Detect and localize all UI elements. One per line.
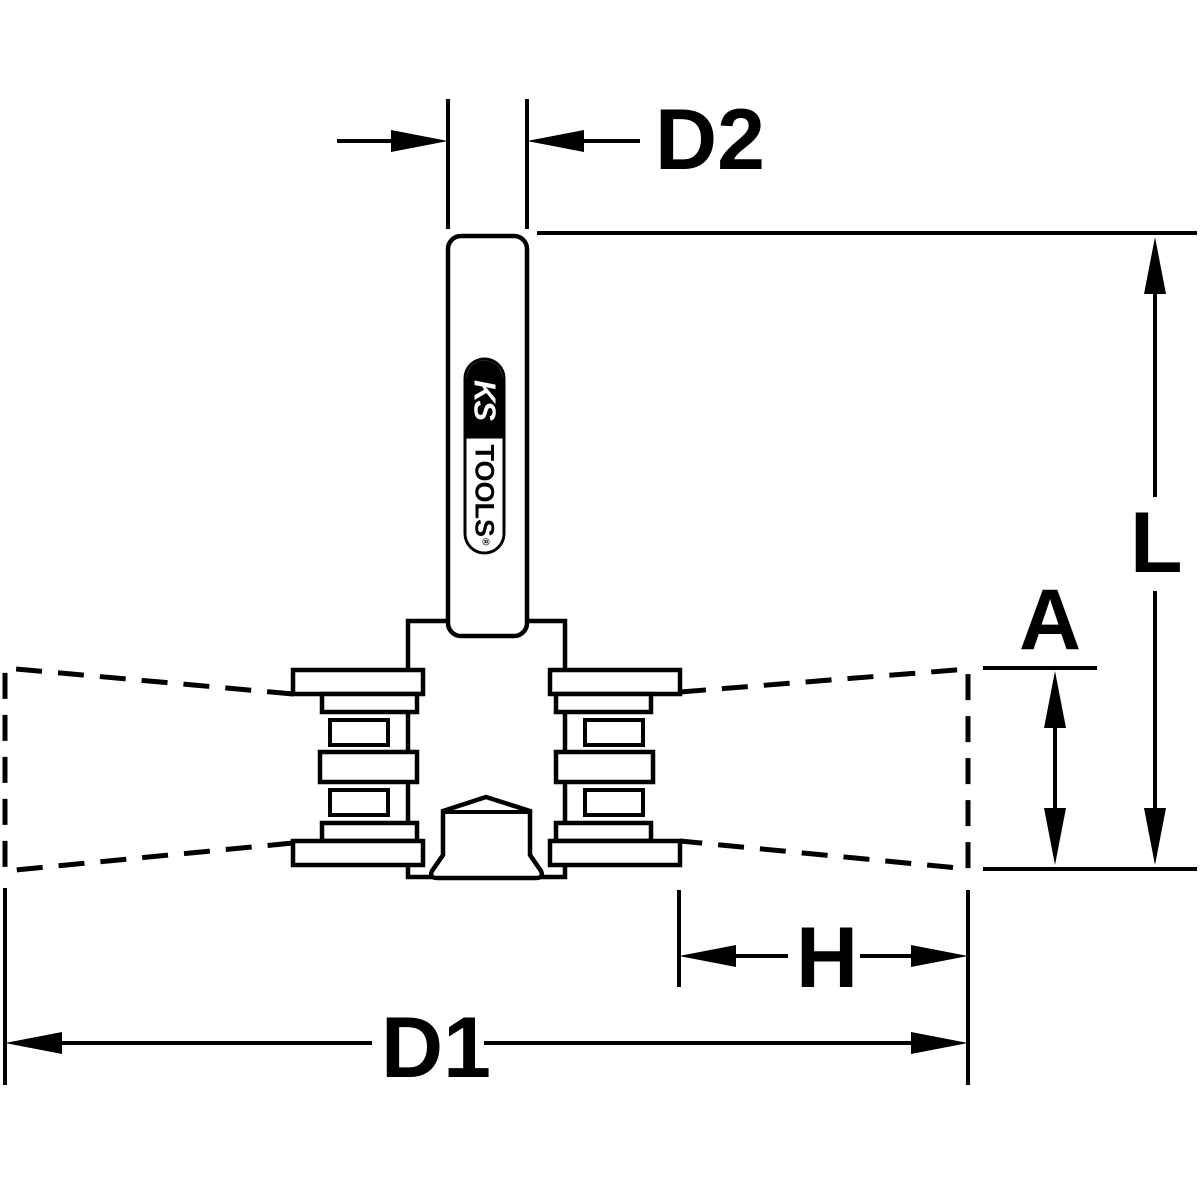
left-flange-slot-upper xyxy=(328,718,390,747)
dimension-h xyxy=(677,890,970,1085)
label-a: A xyxy=(1019,572,1082,668)
right-flange-top-plate xyxy=(547,667,683,697)
dimension-a xyxy=(983,666,1097,865)
left-flange-middle-arm xyxy=(317,749,420,785)
dimension-l xyxy=(537,231,1197,871)
d2-arrowhead-right xyxy=(527,130,584,152)
registered-mark: ® xyxy=(479,538,491,546)
dimension-d1 xyxy=(3,888,968,1085)
d1-arrowhead-left xyxy=(5,1032,62,1054)
wire-outline-left xyxy=(2,665,294,874)
right-flange-bottom-plate xyxy=(547,838,683,868)
left-flange-bottom-plate xyxy=(290,838,426,868)
right-flange xyxy=(547,667,683,868)
ks-tools-logo: KS TOOLS® xyxy=(463,357,506,555)
hub-assembly xyxy=(290,233,683,881)
h-arrowhead-left xyxy=(679,945,736,967)
dimensions xyxy=(3,99,1197,1085)
ks-tools-logo-tools: TOOLS® xyxy=(466,438,503,552)
label-d2: D2 xyxy=(655,92,765,188)
right-flange-middle-arm xyxy=(553,749,656,785)
right-flange-slot-lower xyxy=(583,788,645,817)
label-l: L xyxy=(1130,495,1183,591)
l-arrowhead-down xyxy=(1144,808,1166,865)
dimension-d2 xyxy=(337,99,640,229)
d1-arrowhead-right xyxy=(911,1032,968,1054)
left-flange-bar-upper xyxy=(319,691,420,715)
right-flange-slot-upper xyxy=(583,718,645,747)
left-flange-slot-lower xyxy=(328,788,390,817)
a-arrowhead-up xyxy=(1044,671,1066,728)
left-flange xyxy=(290,667,426,868)
right-flange-bar-lower xyxy=(553,820,654,844)
hub-nut xyxy=(428,794,545,881)
h-arrowhead-right xyxy=(911,945,968,967)
right-flange-bar-upper xyxy=(553,691,654,715)
l-arrowhead-up xyxy=(1144,237,1166,294)
ks-tools-logo-ks: KS xyxy=(466,360,503,439)
a-arrowhead-down xyxy=(1044,808,1066,865)
d2-arrowhead-left xyxy=(391,130,448,152)
left-flange-top-plate xyxy=(290,667,426,697)
wire-outline-right xyxy=(679,666,971,872)
left-flange-bar-lower xyxy=(319,820,420,844)
label-h: H xyxy=(796,910,859,1006)
wire-outline xyxy=(2,665,971,874)
label-d1: D1 xyxy=(381,1000,491,1096)
